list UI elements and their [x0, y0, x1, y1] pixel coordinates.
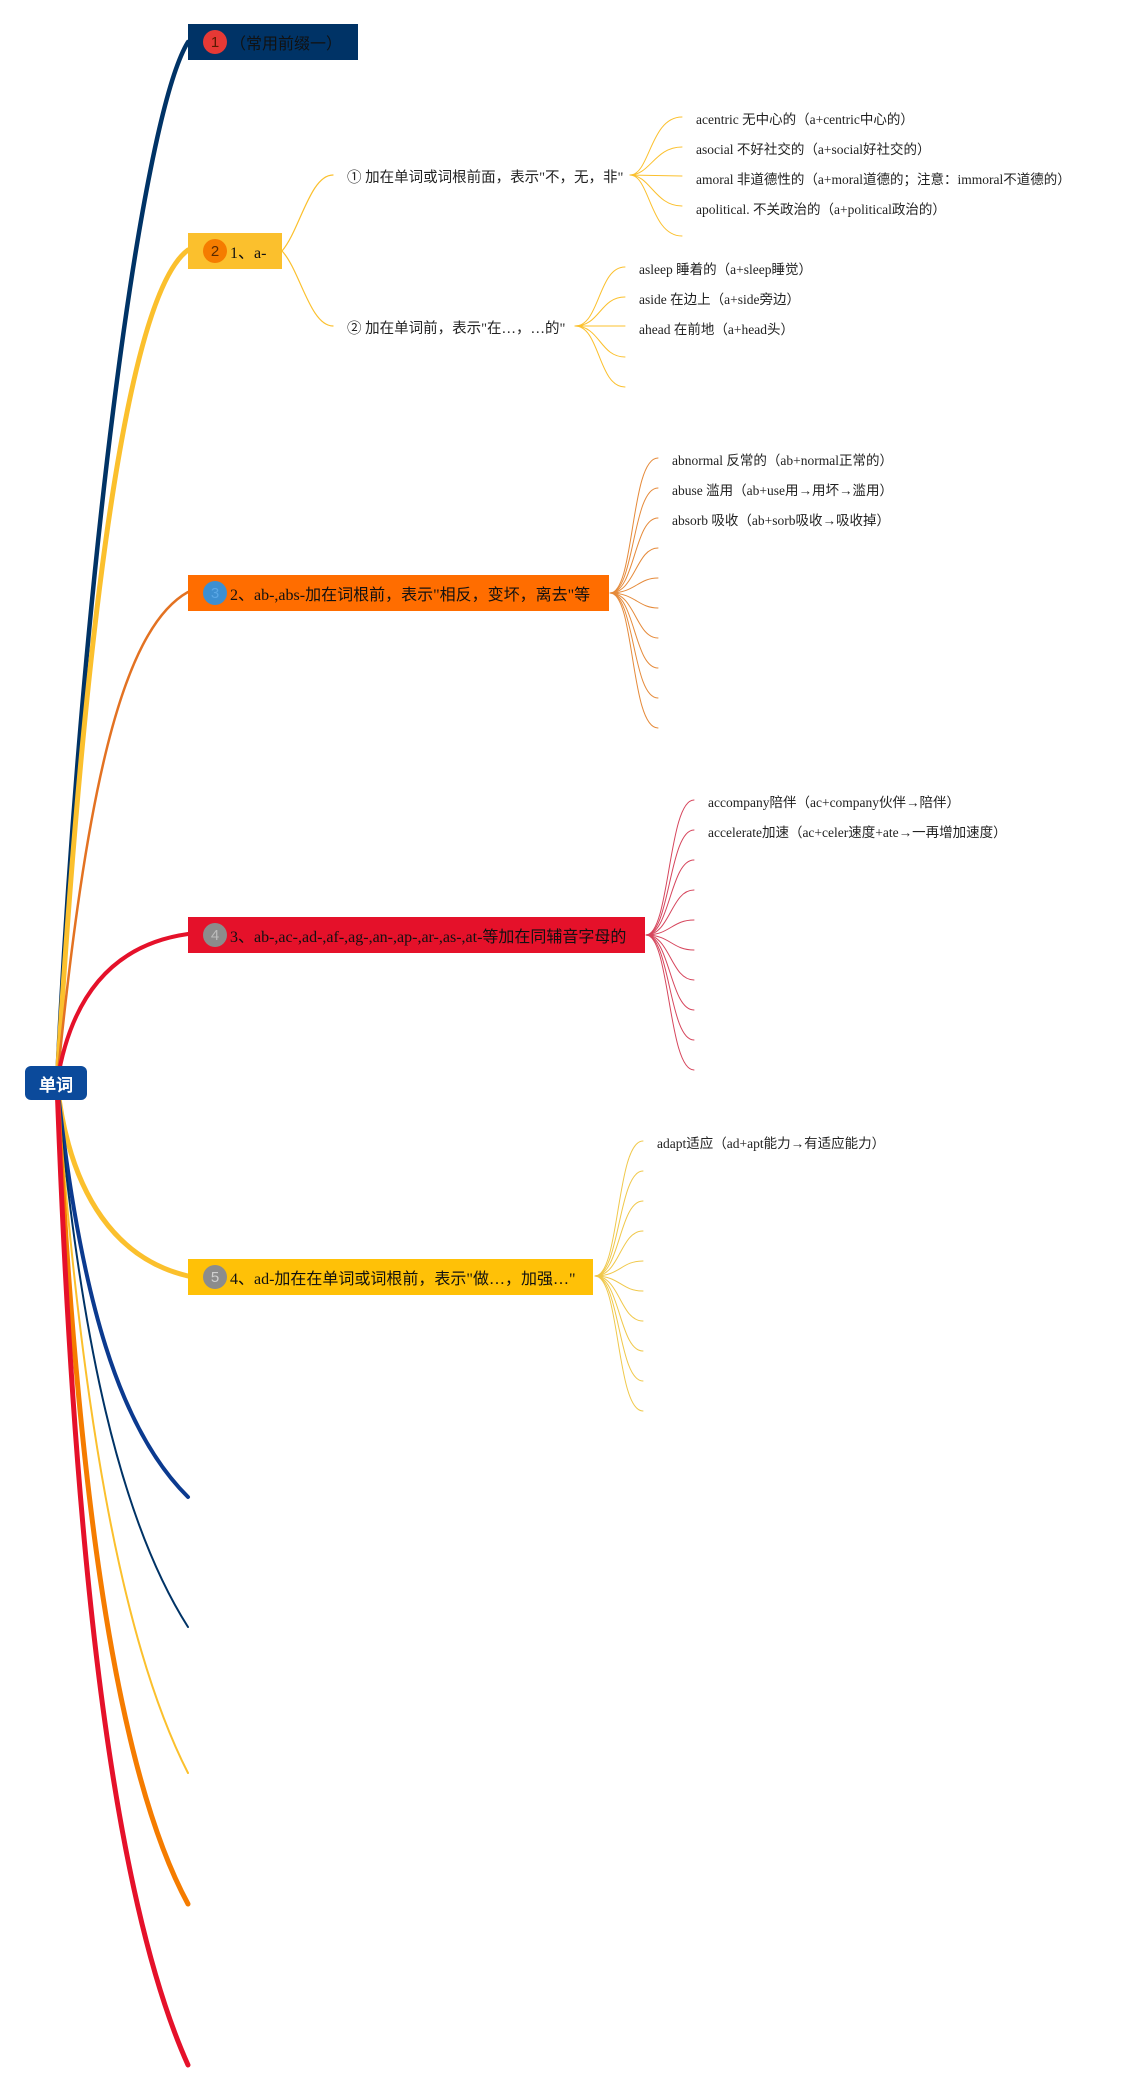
topic-a-prefix[interactable]: 2 1、a-	[188, 233, 282, 269]
topic-ad-prefix[interactable]: 5 4、ad-加在在单词或词根前，表示"做…，加强…"	[188, 1259, 593, 1295]
number-4-icon: 4	[203, 923, 227, 947]
leaf-acentric[interactable]: acentric 无中心的（a+centric中心的）	[696, 112, 914, 127]
branch-extra-2	[56, 1082, 189, 1628]
number-2-icon: 2	[203, 239, 227, 263]
branch-yellow	[54, 247, 191, 1086]
branch-extra-4	[54, 1080, 191, 1907]
leaf-apolitical[interactable]: apolitical. 不关政治的（a+political政治的）	[696, 202, 946, 217]
leaf-amoral[interactable]: amoral 非道德性的（a+moral道德的；注意：immoral不道德的）	[696, 172, 1071, 187]
topic-ab-prefix[interactable]: 3 2、ab-,abs-加在词根前，表示"相反，变坏，离去"等	[188, 575, 609, 611]
leaf-abuse[interactable]: abuse 滥用（ab+use用→用坏→滥用）	[672, 483, 893, 498]
topic-label: 3、ab-,ac-,ad-,af-,ag-,an-,ap-,ar-,as-,at…	[230, 929, 627, 946]
number-5-icon: 5	[203, 1265, 227, 1289]
topic-common-prefix[interactable]: 1 （常用前缀一）	[188, 24, 358, 60]
leaf-accompany[interactable]: accompany陪伴（ac+company伙伴→陪伴）	[708, 795, 961, 810]
branch-gold	[54, 1080, 191, 1279]
number-3-icon: 3	[203, 581, 227, 605]
branch-orange	[55, 590, 190, 1085]
branch-extra-3	[56, 1082, 189, 1774]
topic-label: 2、ab-,abs-加在词根前，表示"相反，变坏，离去"等	[230, 587, 591, 604]
subtopic-negation[interactable]: ① 加在单词或词根前面，表示"不，无，非"	[347, 170, 624, 186]
branch-extra-5	[54, 1080, 191, 2068]
leaf-asleep[interactable]: asleep 睡着的（a+sleep睡觉）	[639, 262, 812, 277]
subtopic-position[interactable]: ② 加在单词前，表示"在…，…的"	[347, 321, 566, 337]
leaf-asocial[interactable]: asocial 不好社交的（a+social好社交的）	[696, 142, 931, 157]
branch-navy	[54, 39, 191, 1086]
leaf-aside[interactable]: aside 在边上（a+side旁边）	[639, 292, 800, 307]
number-1-icon: 1	[203, 30, 227, 54]
leaf-accelerate[interactable]: accelerate加速（ac+celer速度+ate→一再增加速度）	[708, 825, 1007, 840]
topic-label: （常用前缀一）	[230, 36, 343, 53]
topic-label: 1、a-	[230, 245, 267, 262]
leaf-ahead[interactable]: ahead 在前地（a+head头）	[639, 322, 794, 337]
leaf-abnormal[interactable]: abnormal 反常的（ab+normal正常的）	[672, 453, 893, 468]
leaf-adapt[interactable]: adapt适应（ad+apt能力→有适应能力）	[657, 1136, 886, 1151]
branch-red	[55, 932, 190, 1085]
root-label: 单词	[39, 1075, 73, 1095]
root-node[interactable]: 单词	[25, 1066, 87, 1100]
leaf-absorb[interactable]: absorb 吸收（ab+sorb吸收→吸收掉）	[672, 513, 890, 528]
branch-extra-1	[55, 1081, 190, 1499]
topic-ac-prefix[interactable]: 4 3、ab-,ac-,ad-,af-,ag-,an-,ap-,ar-,as-,…	[188, 917, 645, 953]
topic-label: 4、ad-加在在单词或词根前，表示"做…，加强…"	[230, 1271, 576, 1288]
